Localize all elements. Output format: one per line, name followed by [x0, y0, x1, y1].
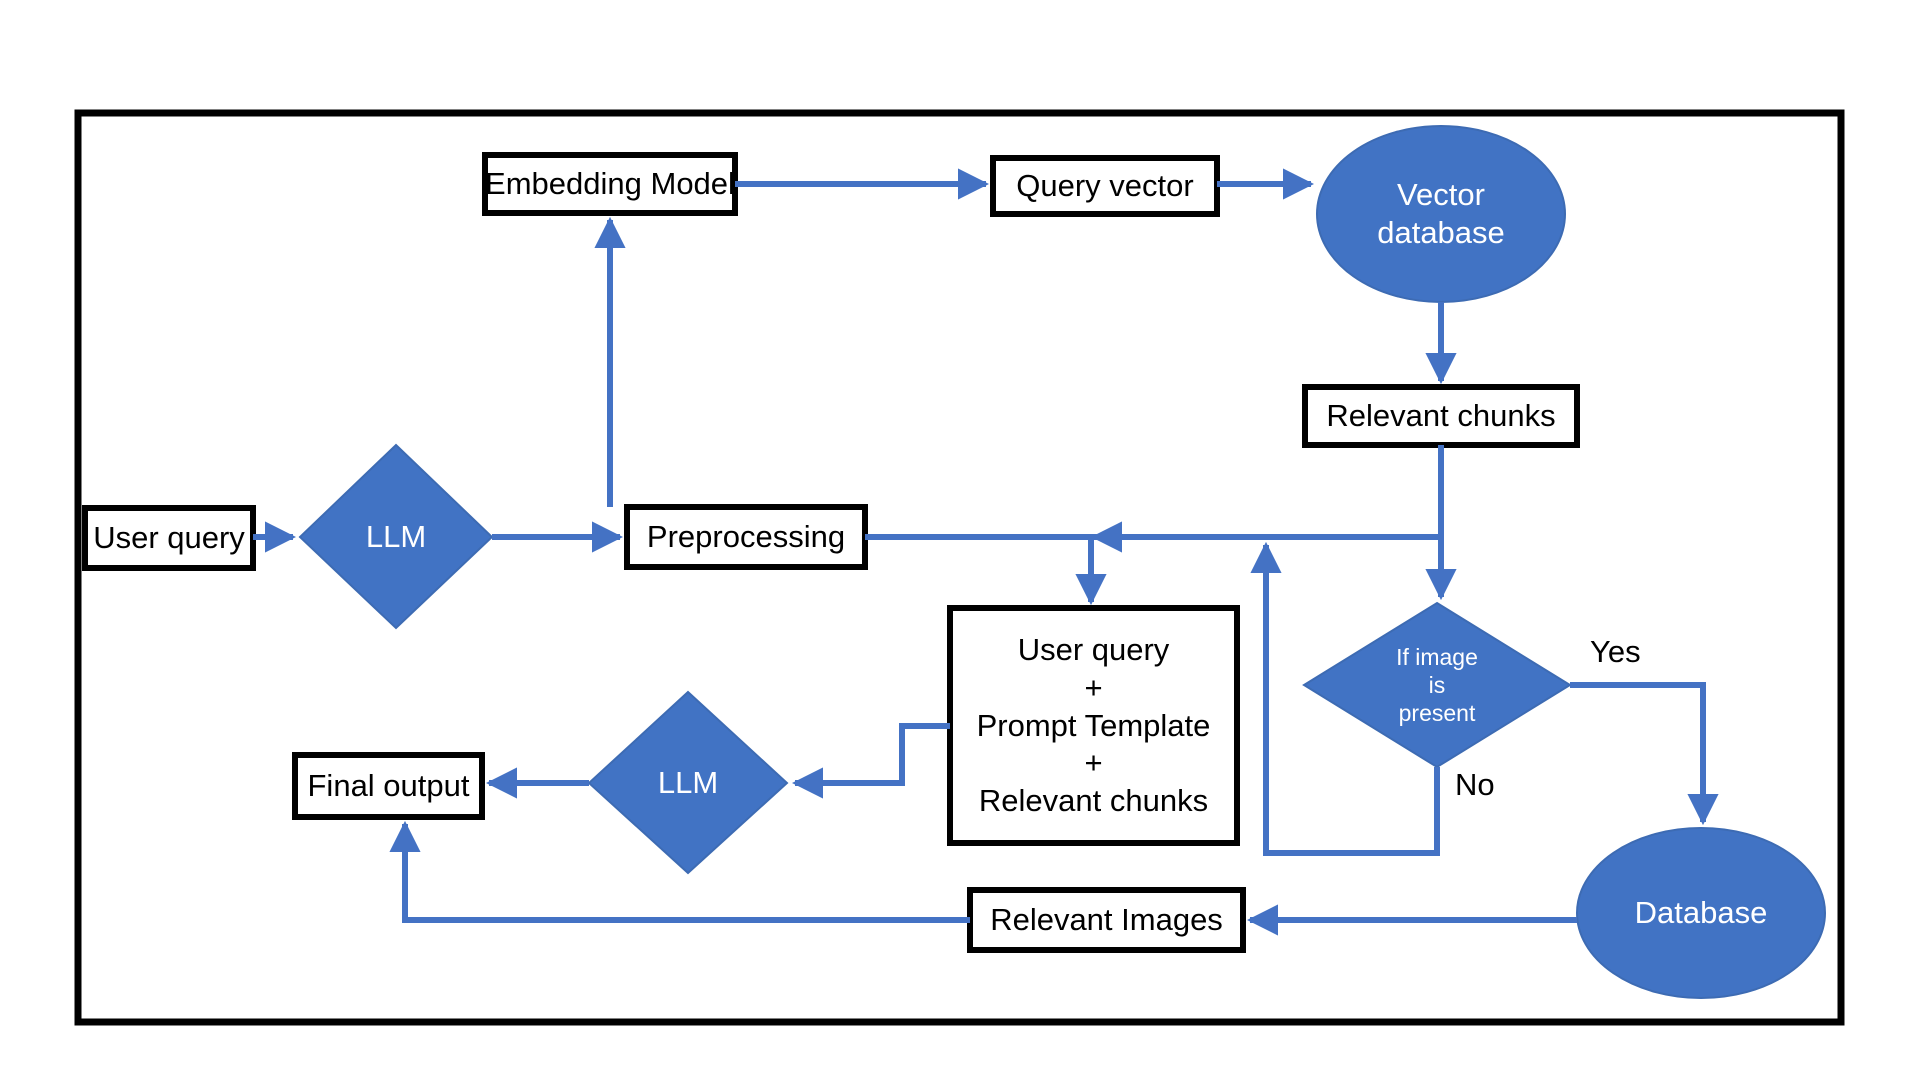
node-final-output-shape[interactable] [292, 752, 485, 820]
node-prompt-assembly-shape[interactable] [947, 605, 1240, 846]
edge-relevant-images-to-final-output [389, 820, 970, 923]
edge-prompt-assembly-to-llm2 [791, 723, 950, 799]
outer-border [74, 109, 1845, 1026]
node-database-shape[interactable] [1576, 827, 1826, 999]
edge-yes-to-database [1570, 682, 1719, 826]
node-relevant-chunks-shape[interactable] [1302, 384, 1580, 448]
edge-no-loop-to-preprocessing [1250, 541, 1440, 856]
node-embedding-model-shape[interactable] [482, 152, 738, 216]
node-vector-database-shape[interactable] [1316, 125, 1566, 303]
node-relevant-images-shape[interactable] [967, 887, 1246, 953]
node-preprocessing-shape[interactable] [624, 504, 868, 570]
node-user-query-shape[interactable] [82, 505, 256, 571]
node-if-image-present-shape[interactable] [1302, 601, 1572, 769]
node-query-vector-shape[interactable] [990, 155, 1220, 217]
node-llm-2-shape[interactable] [587, 690, 789, 875]
node-llm-1-shape[interactable] [298, 443, 494, 630]
